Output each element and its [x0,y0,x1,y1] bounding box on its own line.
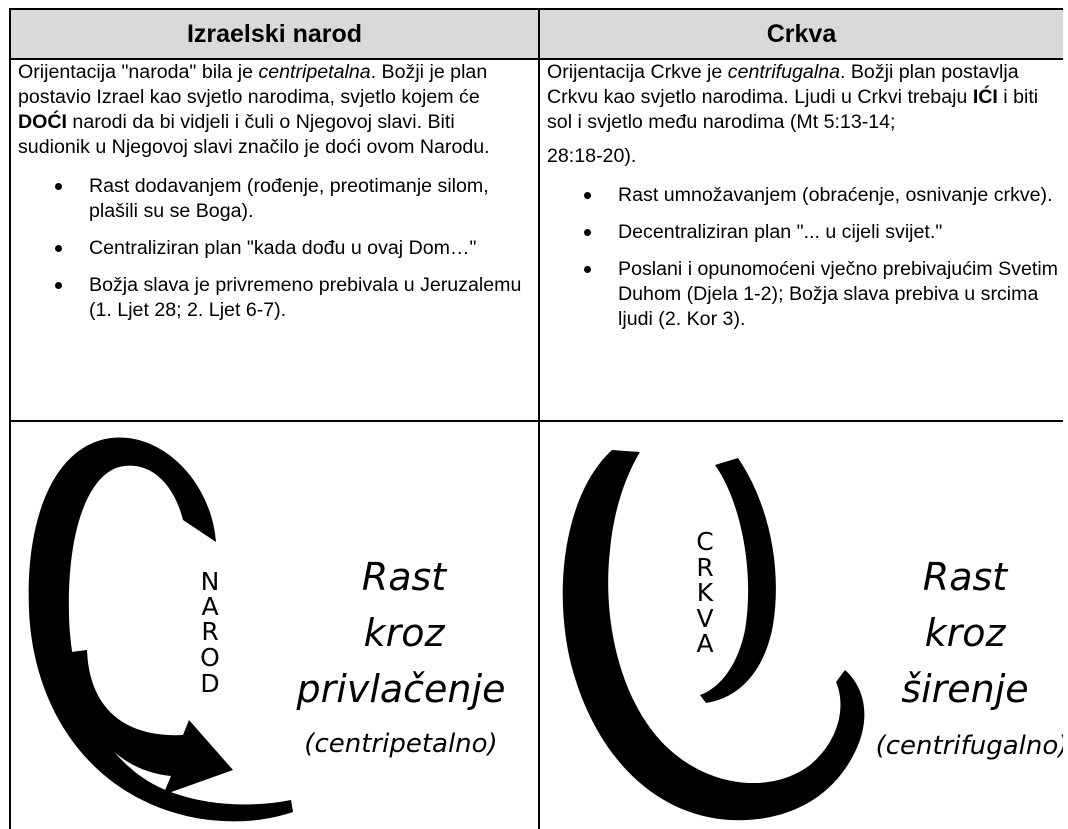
table-border-top [9,8,1063,10]
bullet-icon [584,192,591,199]
logo-word: kroz [364,611,446,655]
text-run: . Božji je plan postavio Izrael kao svje… [18,61,488,108]
logo-letter: D [200,669,219,698]
logo-letter: R [696,553,713,582]
list-item: Rast umnožavanjem (obraćenje, osnivanje … [547,183,1063,208]
logo-word: privlačenje [296,667,506,711]
italic-term: centripetalna [258,61,371,83]
list-item-text: Rast dodavanjem (rođenje, preotimanje si… [89,175,489,222]
list-item: Centraliziran plan "kada dođu u ovaj Dom… [18,236,532,261]
bold-term: DOĆI [18,111,67,133]
logo-word: kroz [925,611,1007,655]
list-item: Poslani i opunomoćeni vječno prebivajući… [547,257,1063,332]
bullet-icon [55,183,62,190]
logo-word: Rast [923,555,1009,599]
list-item-text: Božja slava je privremeno prebivala u Je… [89,274,522,321]
logo-letter: O [200,643,220,672]
logo-word: širenje [901,667,1028,711]
header-right-label: Crkva [766,19,837,48]
comparison-table: Izraelski narod Crkva Orijentacija "naro… [9,8,1063,829]
logo-letter: N [201,567,220,596]
logo-letter: V [696,604,713,633]
logo-note: (centripetalno) [304,729,497,759]
list-item-text: Decentraliziran plan "... u cijeli svije… [618,221,943,243]
logo-letter: K [697,578,714,607]
bullet-icon [584,229,591,236]
bullet-icon [584,266,591,273]
inward-spiral-arrow-icon [28,437,293,822]
logo-note: (centrifugalno) [876,731,1063,761]
text-run: . Božji plan postavlja Crkvu kao svjetlo… [547,61,1019,108]
list-item-text: Rast umnožavanjem (obraćenje, osnivanje … [618,184,1053,206]
logo-letter: C [696,527,713,556]
row-divider [9,420,1063,422]
list-item-text: Poslani i opunomoćeni vječno prebivajući… [618,258,1058,330]
right-intro-paragraph: Orijentacija Crkve je centrifugalna. Bož… [547,60,1063,135]
left-intro-paragraph: Orijentacija "naroda" bila je centripeta… [18,60,532,160]
logo-letter: R [201,617,218,646]
left-text-cell: Orijentacija "naroda" bila je centripeta… [18,60,532,335]
list-item: Decentraliziran plan "... u cijeli svije… [547,220,1063,245]
list-item-text: Centraliziran plan "kada dođu u ovaj Dom… [89,237,477,259]
header-right: Crkva [540,10,1063,58]
list-item: Rast dodavanjem (rođenje, preotimanje si… [18,174,532,224]
bullet-icon [55,245,62,252]
text-run: Orijentacija Crkve je [547,61,728,83]
right-intro-continuation: 28:18-20). [547,145,637,167]
text-run: Orijentacija "naroda" bila je [18,61,259,83]
logo-letter: A [201,592,218,621]
header-left-label: Izraelski narod [186,19,363,48]
italic-term: centrifugalna [727,61,840,83]
bold-term: IĆI [972,86,998,108]
header-divider [9,58,1063,60]
narod-growth-logo: N A R O D Rast kroz privlačenje (centrip… [28,437,506,822]
column-divider [538,8,540,829]
list-item: Božja slava je privremeno prebivala u Je… [18,273,532,323]
header-left: Izraelski narod [11,10,538,58]
logo-letter: A [696,629,713,658]
logo-word: Rast [362,555,448,599]
left-bullet-list: Rast dodavanjem (rođenje, preotimanje si… [18,174,532,323]
right-text-cell: Orijentacija Crkve je centrifugalna. Bož… [547,60,1063,344]
right-bullet-list: Rast umnožavanjem (obraćenje, osnivanje … [547,183,1063,332]
bullet-icon [55,282,62,289]
text-run: i biti sol i svjetlo među narodima (Mt 5… [547,86,1039,133]
table-border-left [9,8,11,829]
crkva-growth-logo: C R K V A Rast kroz širenje (centrifugal… [562,450,1063,821]
outward-spiral-icon [562,450,865,821]
text-run: narodi da bi vidjeli i čuli o Njegovoj s… [18,111,490,158]
